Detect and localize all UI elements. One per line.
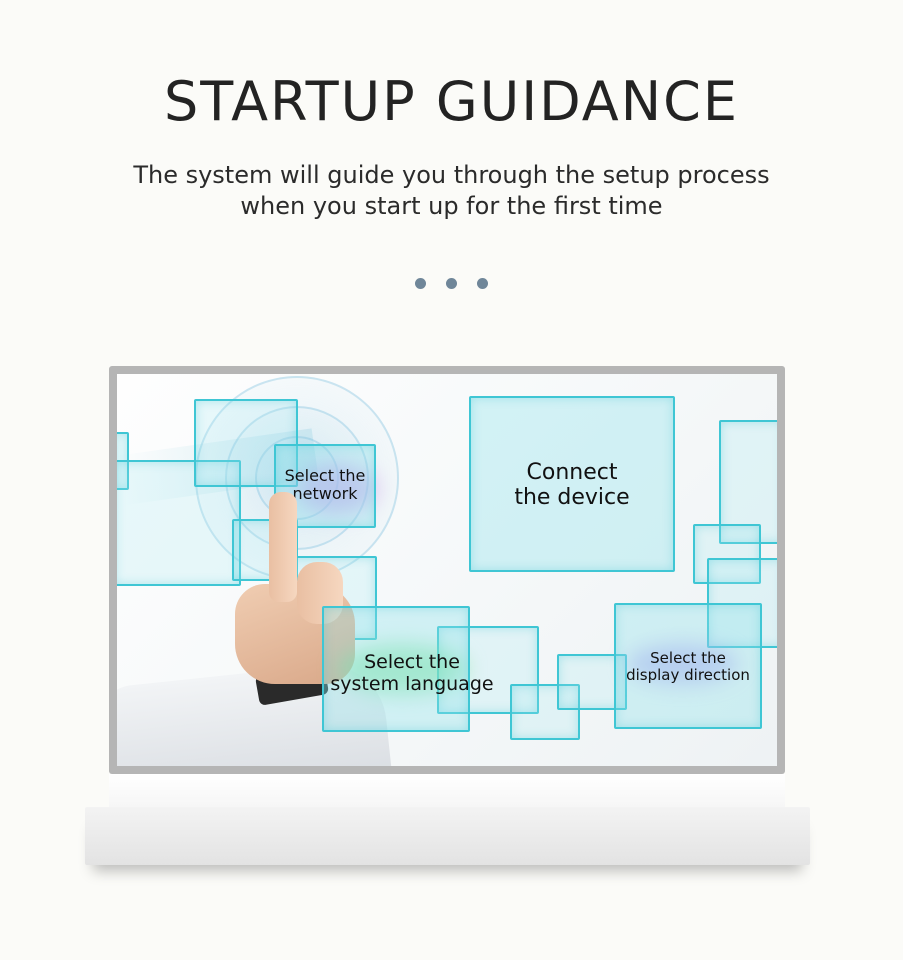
pagination-dot[interactable] (415, 278, 426, 289)
tile-select-network-label: Select the network (284, 466, 366, 504)
pagination-dot[interactable] (446, 278, 457, 289)
subtitle-line-1: The system will guide you through the se… (133, 161, 770, 189)
tile-connect-device[interactable] (469, 396, 675, 572)
screen-tile (117, 460, 241, 586)
index-finger (269, 492, 297, 602)
screen-tile (693, 524, 761, 584)
screen-tile (719, 420, 777, 544)
tile-select-language-label: Select the system language (330, 651, 494, 695)
direction-glow (627, 644, 737, 684)
screen-tile (510, 684, 580, 740)
network-glow (297, 464, 377, 514)
monitor-stand-neck (109, 774, 785, 807)
page-title: STARTUP GUIDANCE (164, 70, 739, 133)
language-glow (337, 644, 467, 694)
screen-tile (194, 399, 298, 487)
display-monitor: Select the network Select the system lan… (109, 366, 785, 774)
tile-select-direction[interactable] (614, 603, 762, 729)
monitor-stand-base (85, 807, 810, 865)
tile-select-direction-label: Select the display direction (626, 649, 750, 685)
knuckle (297, 562, 343, 624)
tile-connect-device-label: Connect the device (514, 460, 630, 511)
page-subtitle: The system will guide you through the se… (100, 160, 803, 222)
pagination-dots (0, 278, 903, 289)
subtitle-line-2: when you start up for the first time (240, 192, 663, 220)
tile-select-language[interactable] (322, 606, 470, 732)
pagination-dot[interactable] (477, 278, 488, 289)
monitor-screen: Select the network Select the system lan… (117, 374, 777, 766)
